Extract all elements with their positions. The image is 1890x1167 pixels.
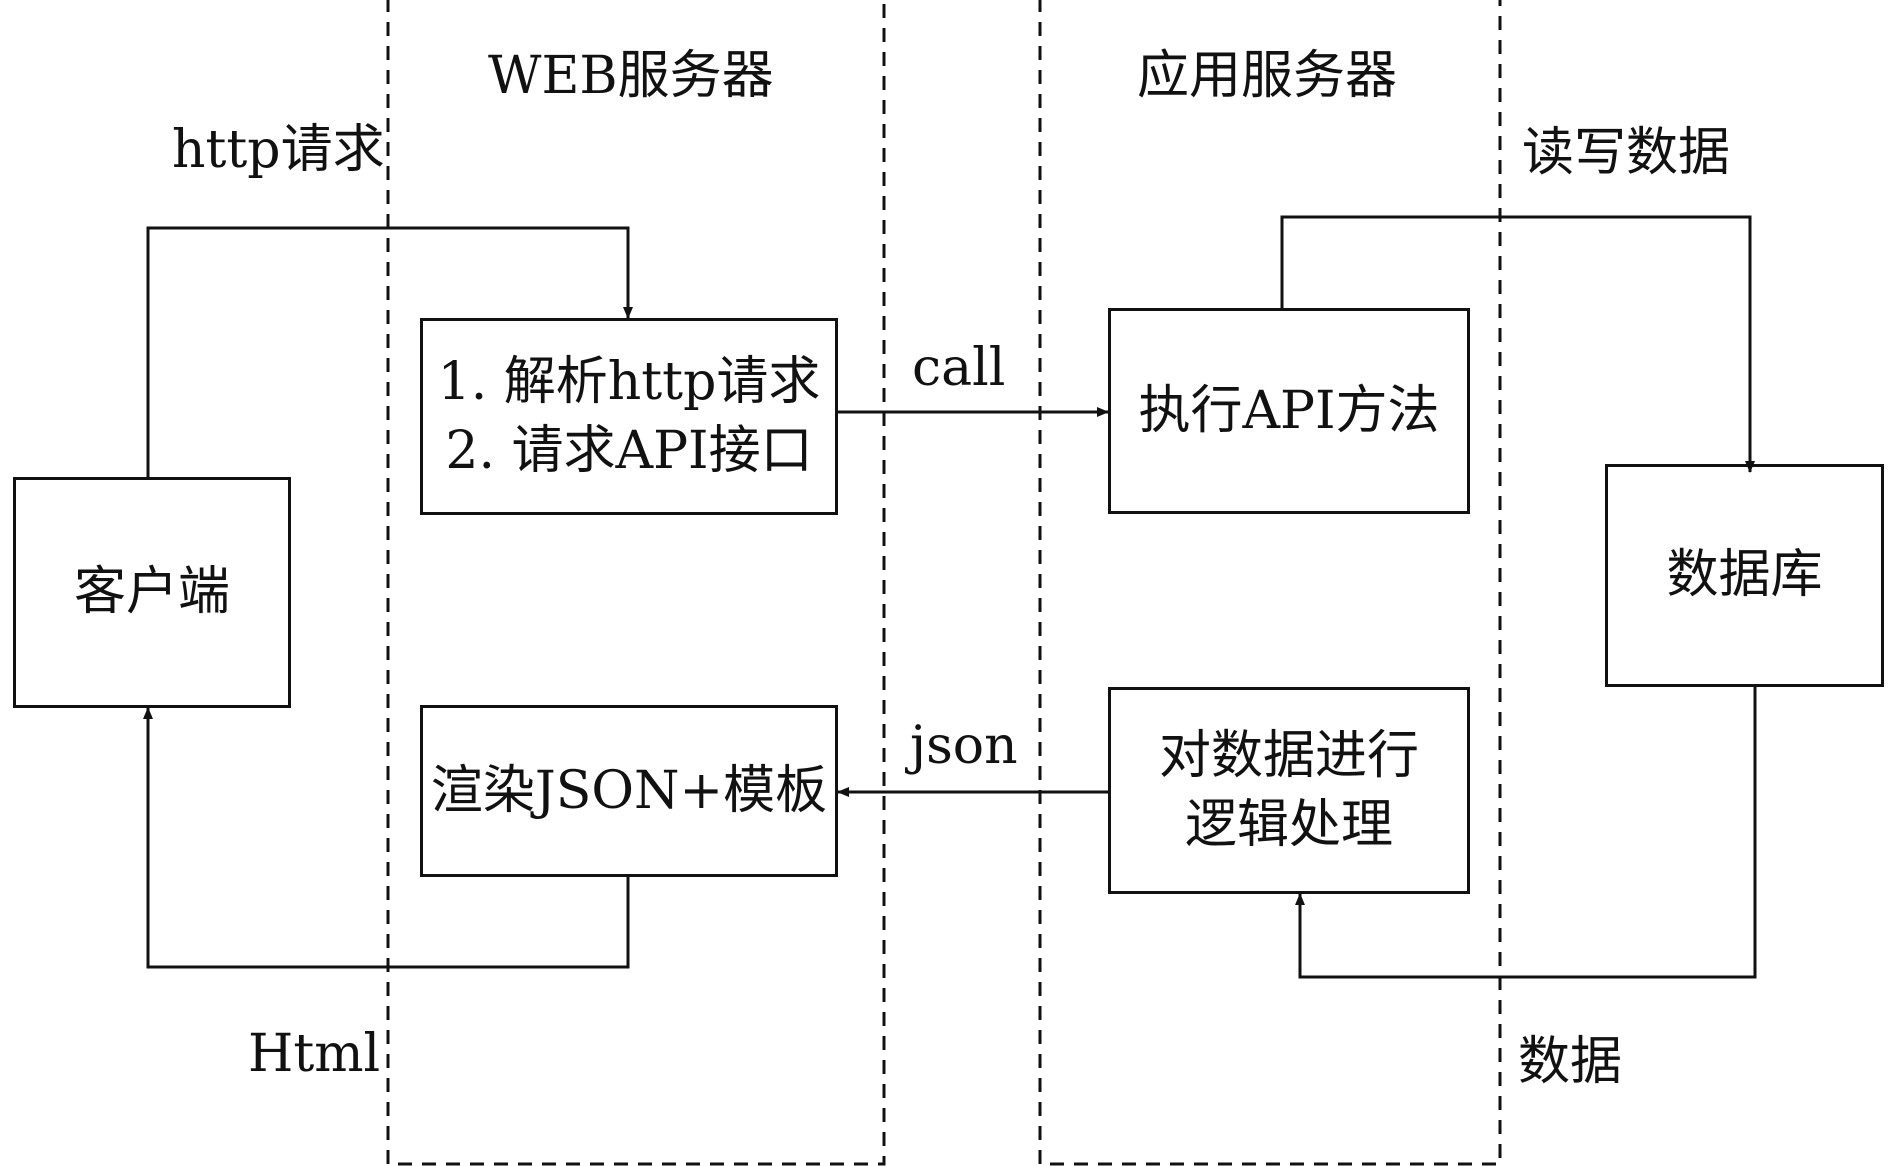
- edge-http-request: [146, 226, 633, 477]
- read-write-label: 读写数据: [1522, 123, 1731, 183]
- client-label: 客户端: [73, 562, 230, 623]
- render-label: 渲染JSON+模板: [430, 760, 828, 821]
- web-server-title: WEB服务器: [488, 46, 774, 106]
- logic-line-1: 对数据进行: [1158, 725, 1419, 786]
- app-server-zone: [1038, 0, 1502, 1166]
- logic-node: 对数据进行 逻辑处理: [1108, 687, 1470, 894]
- edge-html: [143, 707, 630, 969]
- database-label: 数据库: [1666, 545, 1823, 606]
- render-node: 渲染JSON+模板: [420, 705, 838, 877]
- edge-read-write: [1280, 215, 1755, 473]
- call-label: call: [912, 338, 1006, 398]
- data-label: 数据: [1518, 1032, 1623, 1092]
- parse-request-node: 1. 解析http请求 2. 请求API接口: [420, 318, 838, 515]
- web-server-zone: [386, 0, 886, 1166]
- database-node: 数据库: [1605, 464, 1884, 687]
- logic-line-2: 逻辑处理: [1184, 794, 1393, 855]
- parse-step-1: 1. 解析http请求: [437, 351, 821, 412]
- edge-data: [1295, 687, 1757, 979]
- execute-api-label: 执行API方法: [1138, 380, 1440, 441]
- parse-step-2: 2. 请求API接口: [445, 420, 813, 481]
- app-server-title: 应用服务器: [1137, 46, 1398, 106]
- html-label: Html: [248, 1024, 381, 1084]
- http-request-label: http请求: [172, 120, 385, 180]
- client-node: 客户端: [13, 477, 291, 708]
- json-label: json: [910, 716, 1018, 776]
- execute-api-node: 执行API方法: [1108, 308, 1470, 514]
